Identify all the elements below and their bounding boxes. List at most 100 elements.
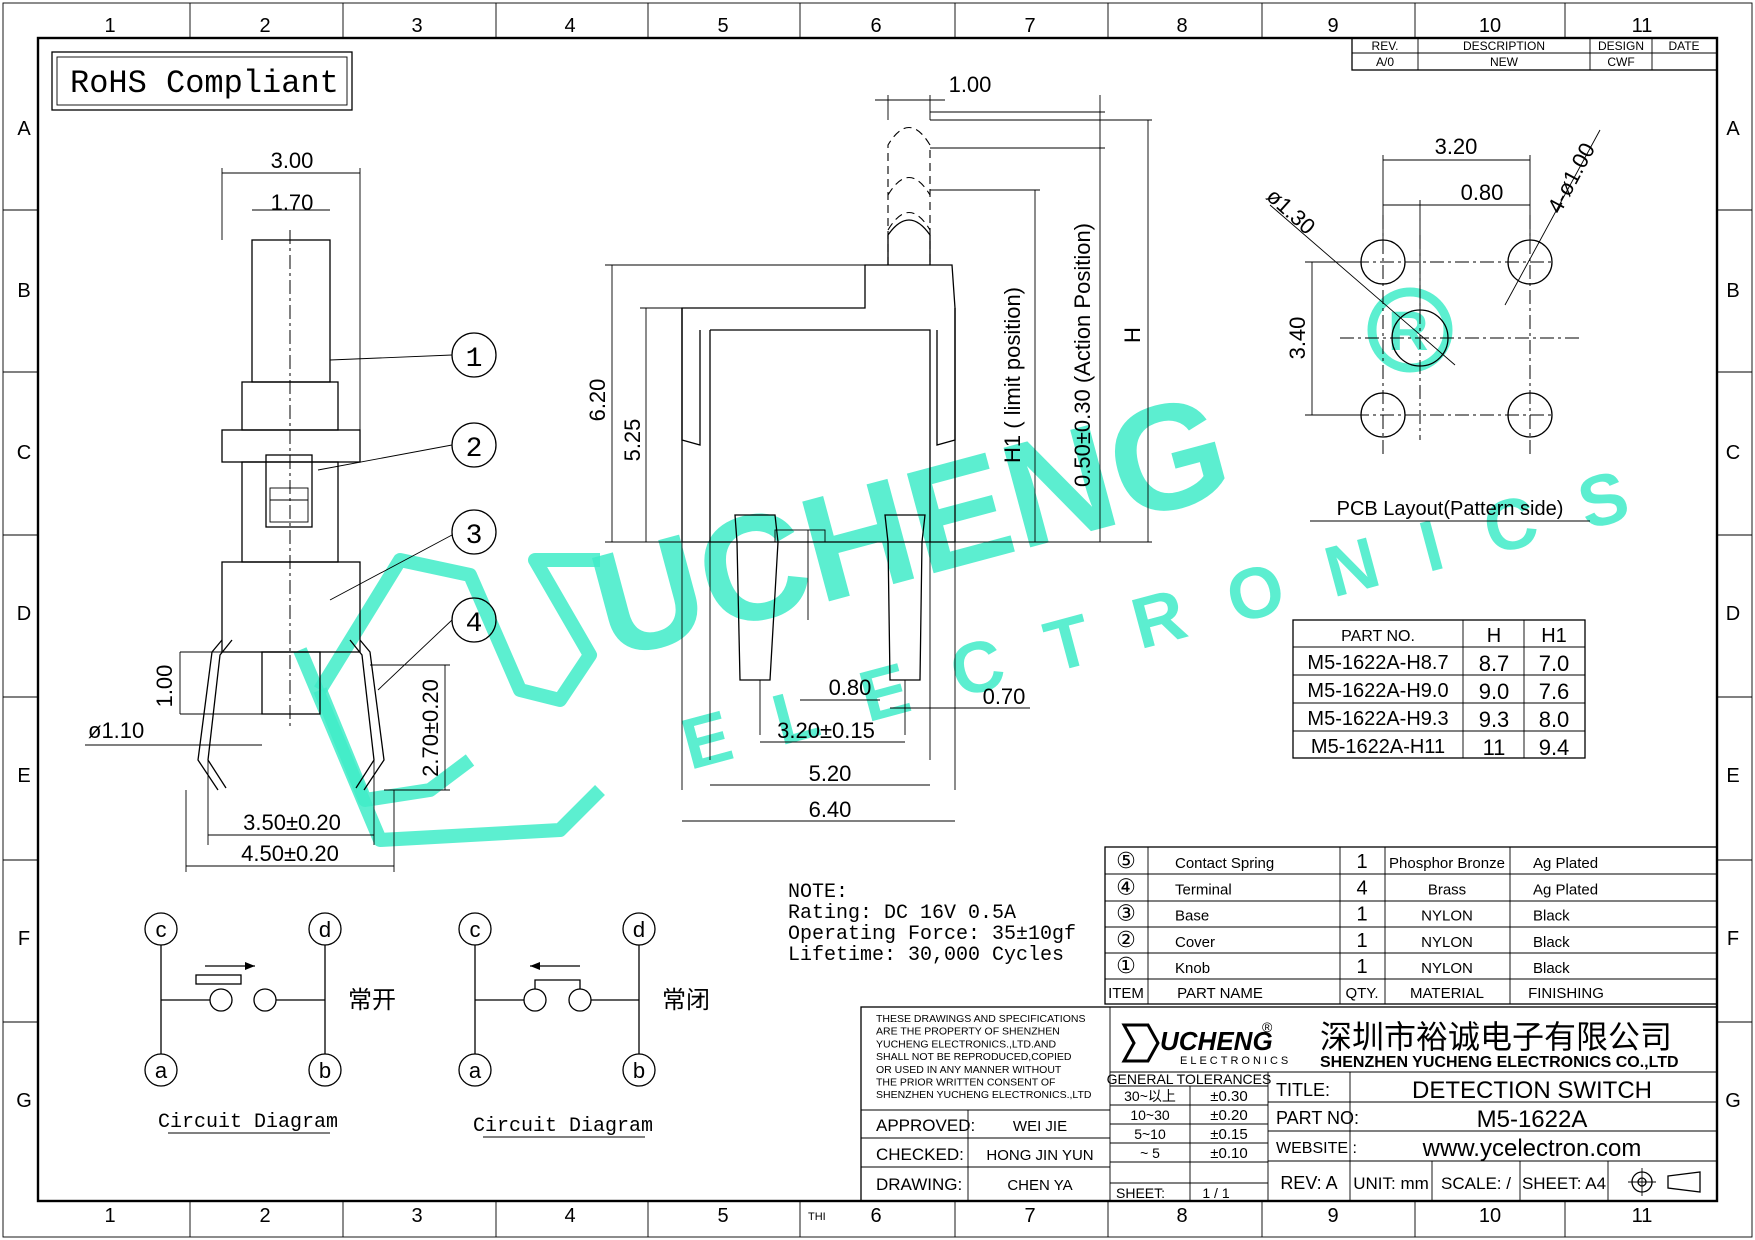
design-value: CWF: [1607, 55, 1634, 69]
svg-text:4-ø1.00: 4-ø1.00: [1542, 139, 1600, 218]
description-value: NEW: [1490, 55, 1519, 69]
svg-text:2: 2: [466, 434, 483, 465]
part-row: M5-1622A-H11: [1311, 736, 1445, 758]
side-view: 3.00 1.70 1.00 ø1.10 3.50±0.20 4.50±0.20…: [85, 148, 497, 872]
svg-text:APPROVED:: APPROVED:: [876, 1116, 975, 1135]
svg-text:0.50±0.30 (Action Position): 0.50±0.30 (Action Position): [1070, 223, 1095, 487]
part-row-h: 8.7: [1479, 651, 1510, 676]
svg-text:DRAWING:: DRAWING:: [876, 1175, 962, 1194]
note-2: Operating Force: 35±10gf: [788, 923, 1076, 946]
note-3: Lifetime: 30,000 Cycles: [788, 944, 1064, 967]
row-label-B: B: [17, 280, 30, 302]
svg-text:c: c: [470, 917, 481, 942]
sheet-count: 1 / 1: [1202, 1185, 1229, 1201]
circuit-state-no: 常开: [348, 987, 396, 1014]
column-label-5: 5: [717, 15, 728, 37]
copyright-line: THESE DRAWINGS AND SPECIFICATIONS: [876, 1013, 1085, 1025]
svg-text:a: a: [469, 1058, 482, 1083]
rohs-label: RoHS Compliant: [70, 65, 339, 102]
drawn-by: CHEN YA: [1007, 1177, 1072, 1194]
svg-text:5.25: 5.25: [620, 419, 645, 462]
tolerance-value: ±0.10: [1210, 1145, 1247, 1162]
pcb-caption: PCB Layout(Pattern side): [1337, 498, 1564, 520]
svg-text:1.00: 1.00: [152, 665, 177, 708]
rev-header: REV.: [1372, 39, 1399, 53]
svg-text:4: 4: [466, 609, 483, 640]
row-label-B: B: [1726, 280, 1739, 302]
column-label-1: 1: [104, 15, 115, 37]
svg-text:H1 ( limit position): H1 ( limit position): [1000, 287, 1025, 463]
scale-field: SCALE: /: [1441, 1174, 1511, 1193]
bom-cell: ③: [1116, 901, 1136, 926]
part-row: M5-1622A-H8.7: [1307, 652, 1448, 674]
date-header: DATE: [1668, 39, 1699, 53]
rev-field: REV: A: [1280, 1173, 1337, 1193]
tolerance-range: ~ 5: [1140, 1145, 1160, 1161]
bom-cell: Cover: [1175, 934, 1215, 951]
note-0: NOTE:: [788, 881, 848, 904]
bom-cell: 1: [1356, 851, 1367, 873]
svg-text:c: c: [156, 917, 167, 942]
company-name-cn: 深圳市裕诚电子有限公司: [1320, 1019, 1672, 1055]
column-label-10: 10: [1479, 15, 1501, 37]
part-row-h: 9.0: [1479, 679, 1510, 704]
copyright-line: OR USED IN ANY MANNER WITHOUT: [876, 1064, 1062, 1076]
approved-by: WEI JIE: [1013, 1118, 1067, 1135]
bom-cell: 1: [1356, 904, 1367, 926]
svg-text:CHECKED:: CHECKED:: [876, 1145, 964, 1164]
svg-text:1.00: 1.00: [949, 72, 992, 97]
column-label-11: 11: [1632, 1205, 1653, 1227]
unit-field: UNIT: mm: [1353, 1174, 1429, 1193]
svg-text:3.00: 3.00: [271, 148, 314, 173]
bom-cell: Ag Plated: [1533, 855, 1598, 872]
website: www.ycelectron.com: [1422, 1135, 1642, 1162]
pcb-layout: 3.20 0.80 4-ø1.00 ø1.30 3.40 PCB Layout(…: [1262, 129, 1601, 522]
column-label-4: 4: [564, 1205, 575, 1227]
svg-text:5.20: 5.20: [809, 761, 852, 786]
row-label-C: C: [17, 442, 31, 464]
column-label-5: 5: [717, 1205, 728, 1227]
svg-text:0.80: 0.80: [829, 675, 872, 700]
svg-text:1: 1: [466, 344, 483, 375]
svg-text:PART NO.: PART NO.: [1341, 628, 1415, 645]
description-header: DESCRIPTION: [1463, 39, 1545, 53]
front-view: 1.00 6.20 5.25 H1 ( limit position) 0.50…: [585, 72, 1152, 822]
circuit-caption-2: Circuit Diagram: [473, 1115, 653, 1138]
checked-by: HONG JIN YUN: [986, 1147, 1093, 1164]
bom-cell: Terminal: [1175, 881, 1232, 898]
column-label-7: 7: [1024, 1205, 1035, 1227]
svg-text:4.50±0.20: 4.50±0.20: [241, 841, 339, 866]
svg-text:TITLE:: TITLE:: [1276, 1080, 1330, 1100]
rohs-box: RoHS Compliant: [51, 51, 353, 111]
svg-text:H: H: [1487, 625, 1501, 647]
circuit-caption-1: Circuit Diagram: [158, 1111, 338, 1134]
logo-brand: UCHENG: [1160, 1026, 1273, 1056]
note-1: Rating: DC 16V 0.5A: [788, 902, 1016, 925]
svg-text:H: H: [1120, 327, 1145, 343]
company-name-en: SHENZHEN YUCHENG ELECTRONICS CO.,LTD: [1320, 1054, 1679, 1071]
bom-cell: ①: [1116, 953, 1136, 978]
bom-cell: Brass: [1428, 881, 1466, 898]
row-label-A: A: [1726, 118, 1740, 140]
part-row-h1: 7.6: [1539, 679, 1570, 704]
svg-text:QTY.: QTY.: [1345, 985, 1378, 1002]
column-label-6: 6: [870, 15, 881, 37]
bom-cell: Contact Spring: [1175, 855, 1274, 872]
column-label-7: 7: [1024, 15, 1035, 37]
svg-text:0.80: 0.80: [1461, 180, 1504, 205]
bom-cell: NYLON: [1421, 960, 1473, 977]
row-label-C: C: [1726, 442, 1740, 464]
balloon-3: [451, 509, 497, 555]
tolerance-range: 10~30: [1130, 1107, 1170, 1123]
bom-cell: Ag Plated: [1533, 881, 1598, 898]
circuit-diagram-no: c d a b 常开 Circuit Diagram: [144, 912, 396, 1134]
column-label-10: 10: [1479, 1205, 1501, 1227]
row-label-D: D: [17, 603, 31, 625]
